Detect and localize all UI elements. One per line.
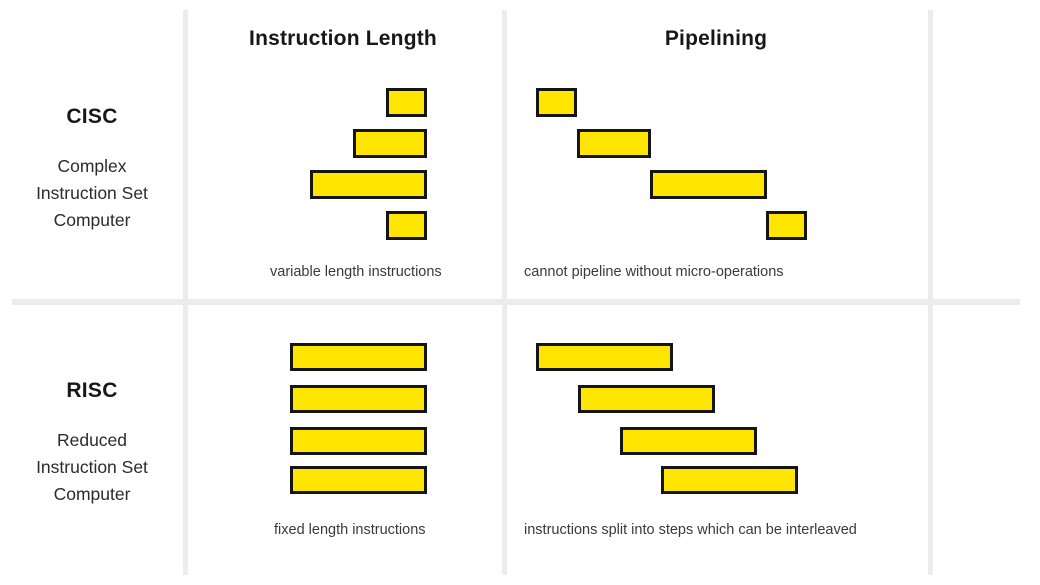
caption-cisc-instruction-length: variable length instructions bbox=[270, 264, 442, 280]
instruction-bar bbox=[290, 466, 427, 494]
expansion-line: Reduced bbox=[56, 430, 128, 450]
instruction-bar bbox=[577, 129, 651, 158]
column-header-pipelining: Pipelining bbox=[664, 27, 768, 50]
caption-risc-pipelining: instructions split into steps which can … bbox=[524, 522, 857, 538]
instruction-bar bbox=[310, 170, 427, 199]
instruction-bar bbox=[290, 343, 427, 371]
row-expansion-cisc: Complex Instruction Set Computer bbox=[0, 153, 184, 234]
instruction-bar bbox=[661, 466, 798, 494]
column-divider-left bbox=[183, 10, 188, 575]
row-acronym-cisc: CISC bbox=[66, 105, 118, 128]
row-divider bbox=[12, 299, 1020, 305]
instruction-bar bbox=[620, 427, 757, 455]
instruction-bar bbox=[578, 385, 715, 413]
instruction-bar bbox=[650, 170, 767, 199]
row-label-cisc: CISC Complex Instruction Set Computer bbox=[0, 106, 184, 234]
column-divider-middle bbox=[502, 10, 507, 575]
row-label-risc: RISC Reduced Instruction Set Computer bbox=[0, 380, 184, 508]
row-acronym-risc: RISC bbox=[66, 379, 118, 402]
caption-cisc-pipelining: cannot pipeline without micro-operations bbox=[524, 264, 784, 280]
instruction-bar bbox=[386, 211, 427, 240]
caption-risc-instruction-length: fixed length instructions bbox=[274, 522, 426, 538]
instruction-bar bbox=[386, 88, 427, 117]
column-divider-right bbox=[928, 10, 933, 575]
column-header-instruction-length: Instruction Length bbox=[249, 27, 437, 50]
instruction-bar bbox=[353, 129, 427, 158]
expansion-line: Instruction Set bbox=[36, 457, 148, 477]
expansion-line: Instruction Set bbox=[36, 183, 148, 203]
instruction-bar bbox=[290, 385, 427, 413]
expansion-line: Computer bbox=[53, 484, 131, 504]
expansion-line: Complex bbox=[57, 156, 127, 176]
instruction-bar bbox=[536, 343, 673, 371]
row-expansion-risc: Reduced Instruction Set Computer bbox=[0, 427, 184, 508]
expansion-line: Computer bbox=[53, 210, 131, 230]
instruction-bar bbox=[536, 88, 577, 117]
instruction-bar bbox=[290, 427, 427, 455]
instruction-bar bbox=[766, 211, 807, 240]
